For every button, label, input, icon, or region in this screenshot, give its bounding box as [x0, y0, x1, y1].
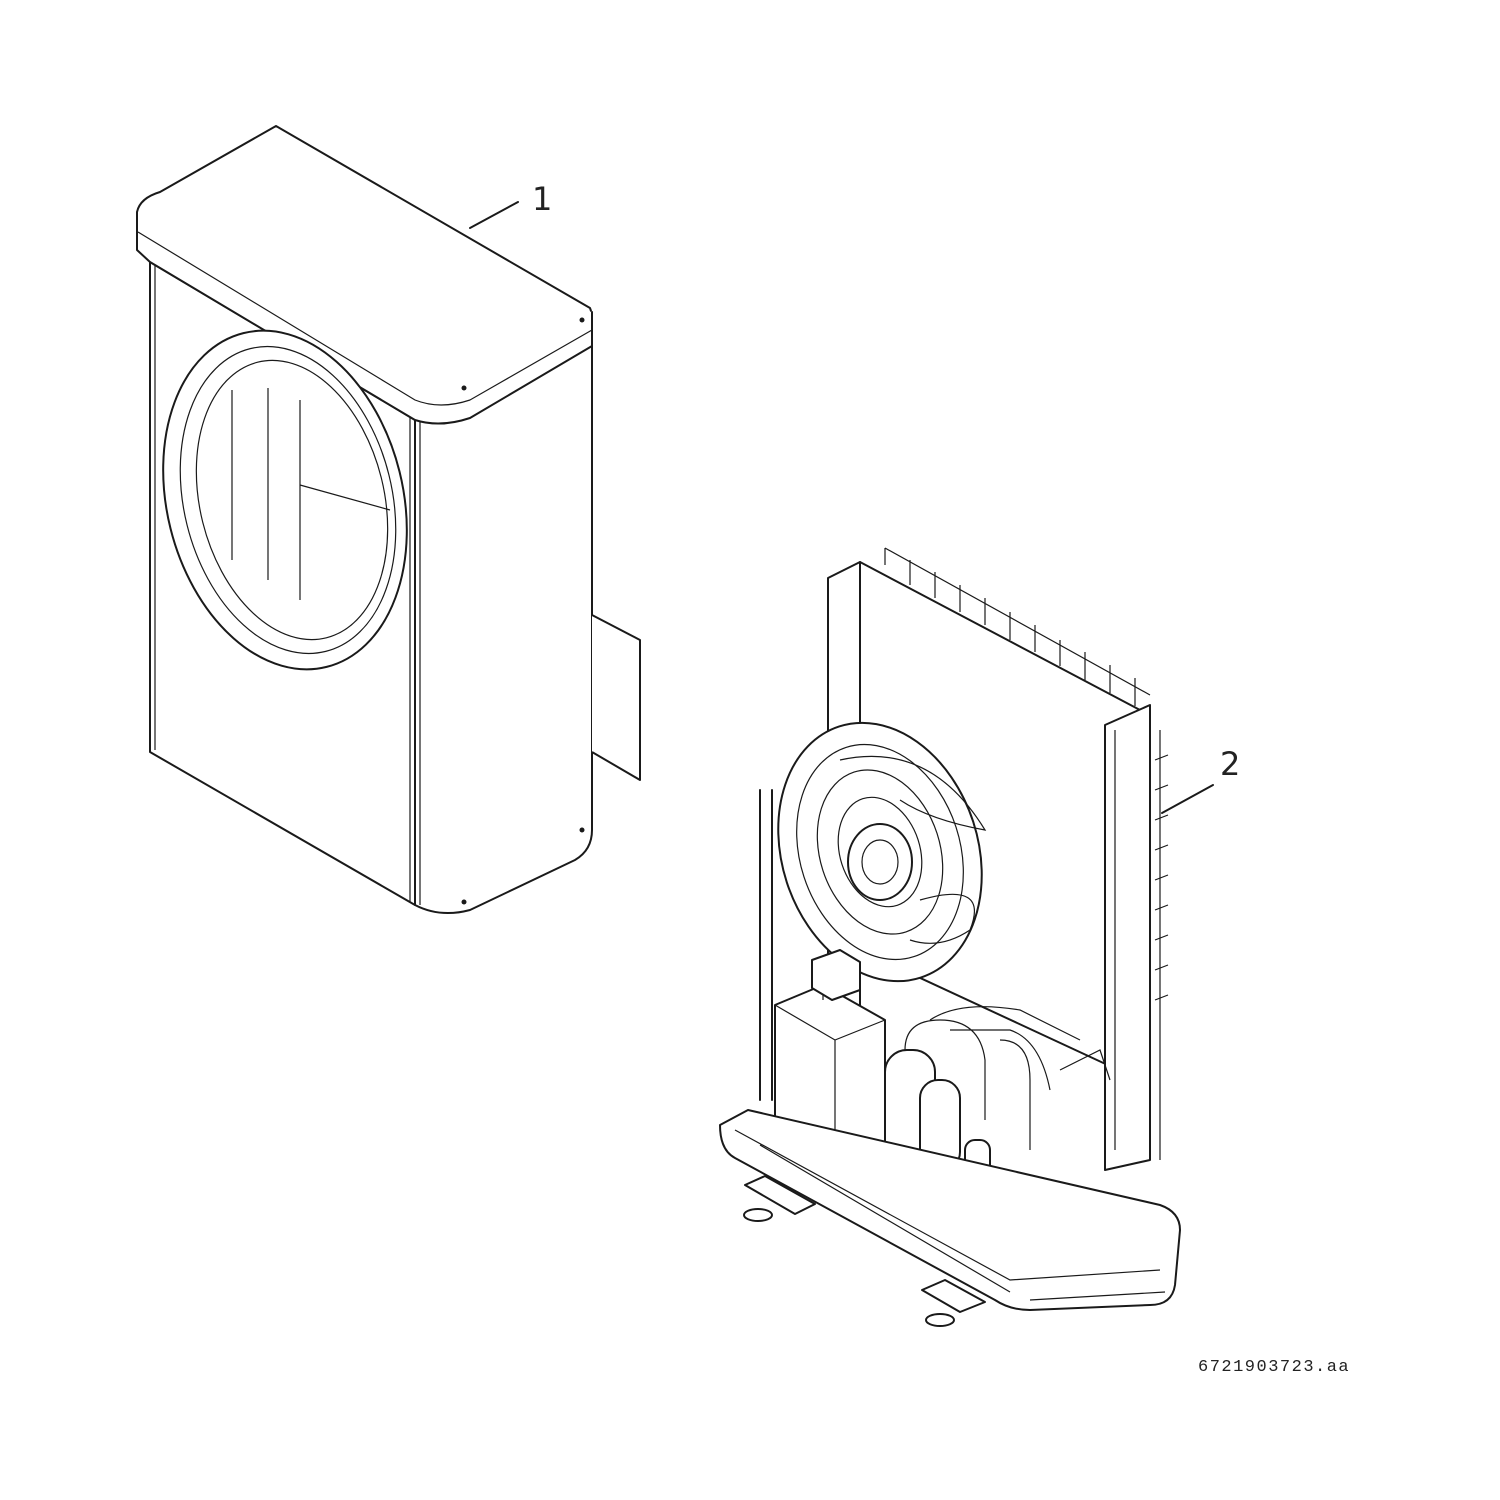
outer-casing: [136, 125, 641, 915]
callout-2-internal-assembly: 2: [1220, 745, 1241, 783]
leader-line-2: [1161, 784, 1214, 814]
callout-1-outer-casing: 1: [532, 180, 553, 218]
leader-line-1: [469, 201, 519, 229]
internal-assembly: [719, 547, 1181, 1327]
document-id: 6721903723.aa: [1198, 1358, 1351, 1377]
